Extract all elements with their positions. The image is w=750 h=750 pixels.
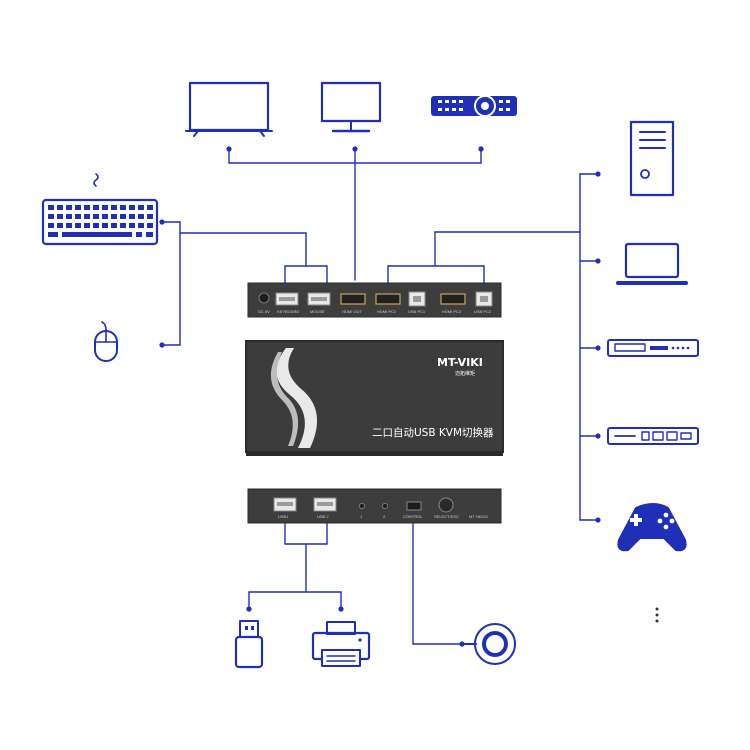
gamepad-icon: [617, 503, 687, 552]
usb-drive-icon: [234, 620, 264, 669]
laptop-icon: [616, 242, 688, 285]
port-label: HDMI PC1: [377, 309, 397, 314]
dot: [595, 433, 601, 439]
hdmi-out-port: [340, 293, 366, 305]
product-title: 二口自动USB KVM切换器: [372, 426, 494, 439]
mouse-icon: [94, 321, 118, 362]
hdmi-pc1-port: [375, 293, 401, 305]
control-port: [406, 501, 422, 511]
dot: [226, 146, 232, 152]
port-label: USB PC1: [408, 309, 426, 314]
dot: [159, 342, 165, 348]
led-1: [358, 502, 366, 510]
model-label: MT HK201: [469, 514, 489, 519]
more-vertical-icon[interactable]: [655, 607, 659, 623]
dot: [595, 517, 601, 523]
port-label: MOUSE: [310, 309, 325, 314]
wired-remote-icon: [461, 623, 516, 665]
kvm-front-panel: USB1 USB 2 1 2 CONTROL SELECT/ESC MT HK2…: [247, 488, 502, 524]
dot: [159, 219, 165, 225]
tv-icon: [185, 81, 273, 137]
dc-power-port: [258, 292, 270, 304]
brand-cn-text: 迈拓维矩: [455, 370, 475, 377]
nvr-box-icon: [607, 427, 699, 445]
connector-lines: [159, 149, 599, 645]
dot: [595, 258, 601, 264]
port-label: USB1: [278, 514, 289, 519]
dot: [338, 606, 344, 612]
port-label: USB 2: [317, 514, 329, 519]
projector-icon: [431, 95, 517, 117]
hdmi-pc2-port: [440, 293, 466, 305]
connection-dots: [159, 146, 601, 647]
port-label: 1: [360, 514, 363, 519]
select-button[interactable]: [438, 497, 454, 513]
keyboard-icon: [41, 173, 159, 246]
kvm-top-view: MT-VIKI 迈拓维矩 二口自动USB KVM切换器: [245, 340, 504, 456]
dot: [246, 606, 252, 612]
set-top-box-icon: [607, 339, 699, 357]
port-label: SELECT/ESC: [434, 514, 459, 519]
port-label: KEYBOARD: [277, 309, 299, 314]
monitor-icon: [320, 81, 382, 133]
port-label: 2: [383, 514, 386, 519]
port-label: HDMI OUT: [342, 309, 362, 314]
port-label: HDMI PC2: [442, 309, 462, 314]
led-2: [381, 502, 389, 510]
printer-icon: [311, 621, 371, 667]
dot: [352, 146, 358, 152]
desktop-tower-icon: [629, 120, 675, 197]
brand-logo-text: MT-VIKI: [437, 356, 483, 369]
dot: [595, 171, 601, 177]
port-label: DC 5V: [258, 309, 270, 314]
kvm-back-panel: DC 5V KEYBOARD MOUSE HDMI OUT HDMI PC1 U…: [247, 282, 502, 318]
brand-swoosh: [276, 348, 318, 448]
dot: [595, 345, 601, 351]
port-label: USB PC2: [474, 309, 492, 314]
dot: [478, 146, 484, 152]
port-label: CONTROL: [403, 514, 423, 519]
